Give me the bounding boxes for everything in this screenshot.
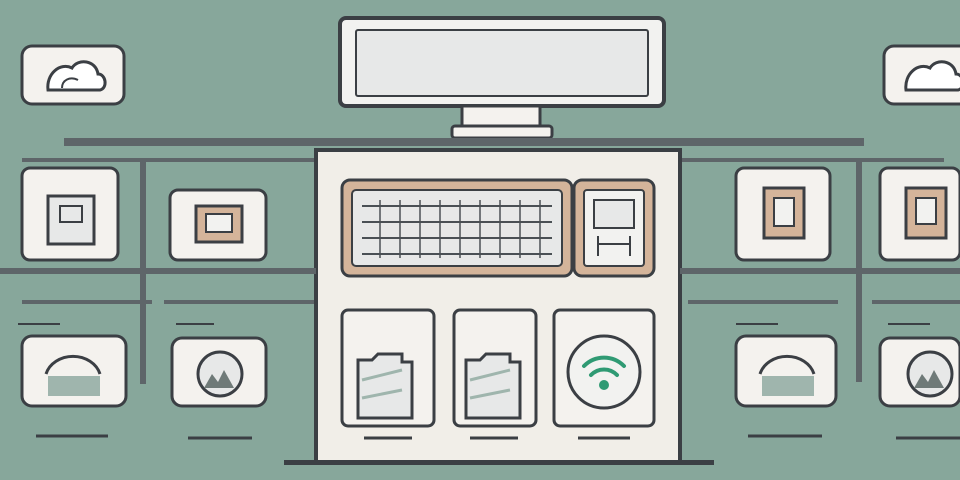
image-icon: [194, 204, 244, 244]
wifi-icon: [582, 355, 626, 390]
folder-card: [452, 308, 538, 440]
keyboard-icon: [340, 178, 574, 278]
image-card: [878, 336, 960, 408]
left-shelf: [0, 162, 316, 440]
folder-icon: [464, 352, 522, 420]
image-icon: [196, 350, 244, 398]
cloud-icon: [758, 354, 816, 396]
document-icon: [46, 194, 96, 246]
computer-tower-icon: [572, 178, 656, 278]
document-icon: [904, 186, 948, 240]
document-card: [168, 188, 268, 262]
document-card: [20, 166, 120, 262]
right-shelf: [680, 160, 960, 440]
cloud-icon: [44, 354, 102, 396]
image-card: [170, 336, 268, 408]
cloud-icon: [46, 60, 107, 92]
top-rail: [22, 138, 944, 162]
folder-card: [340, 308, 436, 440]
cloud-icon: [904, 60, 960, 92]
monitor-icon: [338, 16, 666, 140]
base-line: [284, 460, 714, 465]
cloud-badge-right: [882, 44, 960, 106]
cloud-card: [734, 334, 838, 408]
document-card: [734, 166, 832, 262]
document-card: [878, 166, 960, 262]
folder-icon: [356, 352, 414, 420]
image-icon: [906, 350, 954, 398]
cloud-card: [20, 334, 128, 408]
wifi-card: [552, 308, 656, 440]
document-icon: [762, 186, 806, 240]
central-panel: [314, 148, 682, 464]
cloud-badge-left: [20, 44, 126, 106]
